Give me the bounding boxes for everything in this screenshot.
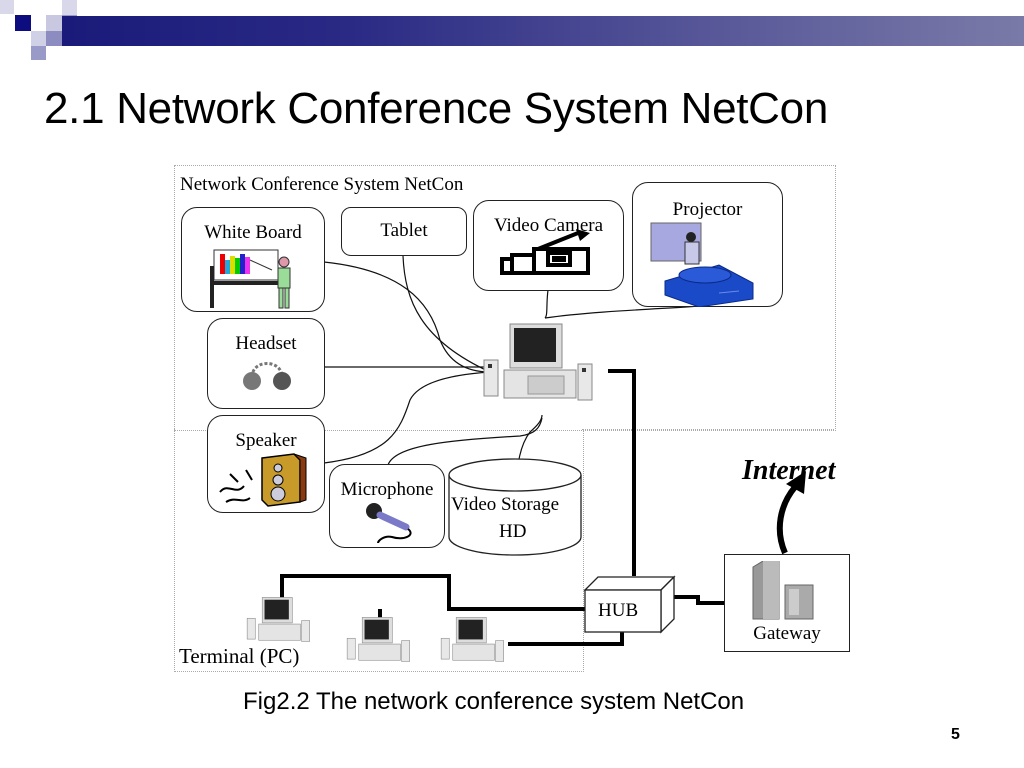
gateway-box: Gateway (724, 554, 850, 652)
corner-square-light (62, 0, 77, 15)
tablet-box: Tablet (341, 207, 467, 256)
corner-square-light (46, 15, 62, 31)
terminal-pc-icon (246, 597, 310, 642)
white-board-icon (210, 249, 291, 309)
hub-box (583, 575, 676, 634)
corner-square-dark (15, 15, 31, 31)
corner-square-light (31, 31, 46, 46)
microphone-label: Microphone (340, 479, 434, 500)
headset-box: Headset (207, 318, 325, 409)
tablet-label: Tablet (380, 220, 428, 241)
internet-arrow (776, 485, 798, 555)
video-camera-box: Video Camera (473, 200, 624, 291)
main-pc-icon (483, 323, 593, 401)
terminal-pc-icon (346, 617, 410, 662)
gateway-label: Gateway (753, 623, 821, 644)
projector-label: Projector (672, 199, 743, 220)
projector-icon (650, 222, 754, 307)
page-number: 5 (951, 726, 960, 743)
title-banner (62, 16, 1024, 46)
speaker-icon (219, 453, 307, 507)
projector-box: Projector (632, 182, 783, 307)
slide-title: 2.1 Network Conference System NetCon (44, 84, 828, 133)
internet-label: Internet (742, 455, 836, 486)
speaker-label: Speaker (235, 430, 297, 451)
terminal-frame (174, 429, 584, 672)
video-storage-hd-label: HD (499, 521, 527, 542)
terminal-pc-icon (440, 617, 504, 662)
terminal-label: Terminal (PC) (179, 644, 300, 668)
gateway-server-icon (752, 561, 814, 620)
microphone-box: Microphone (329, 464, 445, 548)
white-board-label: White Board (204, 222, 302, 243)
video-camera-icon (500, 229, 590, 275)
video-camera-label: Video Camera (493, 215, 604, 236)
corner-square-mid (31, 46, 46, 60)
corner-square-mid (46, 31, 62, 46)
speaker-box: Speaker (207, 415, 325, 513)
headset-label: Headset (235, 333, 297, 354)
video-storage-label: Video Storage (451, 494, 560, 515)
video-storage-cylinder (448, 458, 582, 556)
frame-label: Network Conference System NetCon (180, 174, 464, 195)
figure-caption: Fig2.2 The network conference system Net… (243, 688, 745, 715)
hub-label: HUB (598, 600, 639, 621)
frame-connector (582, 429, 834, 430)
white-board-box: White Board (181, 207, 325, 312)
wire-hub-gateway (674, 595, 724, 605)
headset-icon (243, 362, 291, 390)
microphone-icon (366, 503, 412, 544)
corner-square-light (0, 0, 14, 14)
